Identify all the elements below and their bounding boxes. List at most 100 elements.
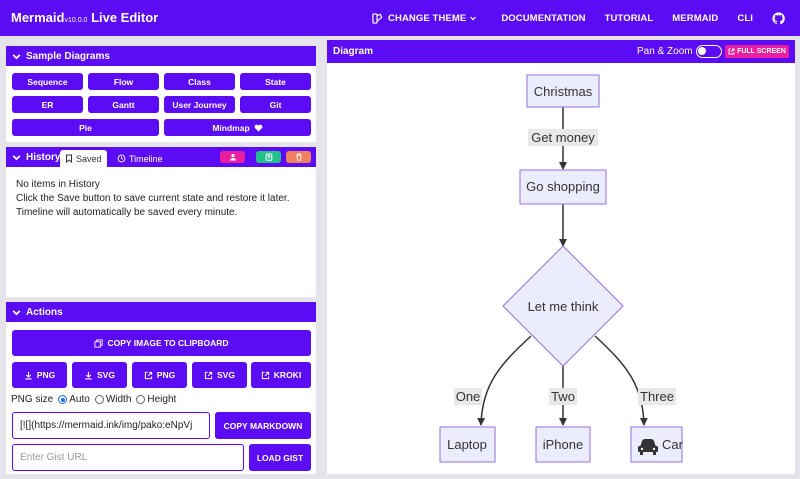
- external-link-icon: [204, 371, 213, 379]
- size-width-radio[interactable]: [94, 395, 104, 404]
- edge-label-two: Two: [551, 389, 575, 404]
- pan-zoom-toggle[interactable]: [696, 45, 722, 58]
- size-auto-radio[interactable]: [58, 395, 68, 404]
- load-gist-button[interactable]: LOAD GIST: [249, 444, 311, 471]
- chevron-down-icon[interactable]: [11, 152, 22, 163]
- copy-image-button[interactable]: COPY IMAGE TO CLIPBOARD: [12, 330, 311, 356]
- github-link[interactable]: [772, 11, 790, 25]
- car-icon: [638, 439, 658, 455]
- history-title: History: [26, 151, 61, 163]
- clear-history-button[interactable]: [286, 151, 311, 163]
- sample-pie-button[interactable]: Pie: [12, 119, 159, 136]
- download-history-button[interactable]: [256, 151, 281, 163]
- flowchart-svg: Get money One Two Three Christmas Go sho…: [439, 74, 684, 463]
- nav-documentation[interactable]: DOCUMENTATION: [501, 13, 585, 24]
- nav-menu: CHANGE THEME DOCUMENTATION TUTORIAL MERM…: [372, 0, 800, 36]
- node-car[interactable]: [630, 426, 683, 463]
- download-icon: [25, 371, 32, 379]
- markdown-input[interactable]: [![](https://mermaid.ink/img/pako:eNpVj: [12, 412, 210, 439]
- actions-title: Actions: [26, 306, 63, 318]
- download-png-button[interactable]: PNG: [12, 362, 67, 388]
- upload-icon: [265, 153, 272, 161]
- node-christmas[interactable]: [526, 74, 600, 108]
- nav-cli[interactable]: CLI: [737, 13, 753, 24]
- sample-er-button[interactable]: ER: [12, 96, 83, 113]
- node-go-shopping[interactable]: [519, 169, 607, 205]
- nav-mermaid-label: MERMAID: [672, 12, 719, 24]
- edge-label-bg: [454, 388, 482, 405]
- tab-timeline[interactable]: Timeline: [112, 150, 168, 167]
- open-kroki-button[interactable]: KROKI: [251, 362, 311, 388]
- sample-mindmap-label: Mindmap: [212, 122, 250, 133]
- actions-header[interactable]: Actions: [6, 302, 316, 322]
- change-theme-button[interactable]: CHANGE THEME: [372, 13, 482, 24]
- sample-diagrams-panel: Sample Diagrams Sequence Flow Class Stat…: [6, 46, 316, 142]
- diagram-canvas[interactable]: Get money One Two Three Christmas Go sho…: [327, 63, 795, 474]
- edge-think-car: [594, 335, 648, 426]
- download-svg-label: SVG: [97, 370, 115, 380]
- copy-icon: [94, 338, 104, 348]
- change-theme-label: CHANGE THEME: [388, 12, 467, 24]
- nav-tutorial[interactable]: TUTORIAL: [605, 13, 654, 24]
- node-let-me-think-label: Let me think: [528, 299, 599, 314]
- sample-git-button[interactable]: Git: [240, 96, 311, 113]
- diagram-title: Diagram: [333, 46, 374, 57]
- node-car-label: Car: [662, 437, 684, 452]
- open-svg-label: SVG: [217, 370, 235, 380]
- download-icon: [85, 371, 92, 379]
- full-screen-label: FULL SCREEN: [737, 48, 786, 55]
- history-line: No items in History: [16, 179, 100, 190]
- open-png-label: PNG: [156, 370, 176, 380]
- chevron-down-icon: [12, 309, 21, 315]
- open-png-link-button[interactable]: PNG: [132, 362, 187, 388]
- chevron-down-icon: [470, 16, 477, 21]
- history-icon: [117, 154, 126, 163]
- diagram-panel: Diagram Pan & Zoom FULL SCREEN Get money: [327, 40, 795, 474]
- top-navbar: Mermaidv10.0.0 Live Editor CHANGE THEME …: [0, 0, 800, 36]
- bookmark-icon: [66, 154, 72, 163]
- size-width-label[interactable]: Width: [105, 394, 132, 405]
- full-screen-button[interactable]: FULL SCREEN: [725, 45, 789, 58]
- tab-timeline-label: Timeline: [129, 153, 163, 164]
- node-christmas-label: Christmas: [534, 84, 593, 99]
- trash-icon: [296, 153, 301, 161]
- sample-state-button[interactable]: State: [240, 73, 311, 90]
- heart-icon: [254, 124, 263, 132]
- node-let-me-think[interactable]: [502, 245, 624, 367]
- copy-markdown-button[interactable]: COPY MARKDOWN: [215, 412, 311, 439]
- sample-gantt-button[interactable]: Gantt: [88, 96, 159, 113]
- history-line: Click the Save button to save current st…: [16, 193, 290, 204]
- edge-label-bg: [549, 388, 577, 405]
- node-iphone[interactable]: [535, 426, 591, 463]
- history-header: History Saved Timeline: [6, 147, 316, 167]
- edge-label-one: One: [456, 389, 481, 404]
- sample-user-journey-button[interactable]: User Journey: [164, 96, 235, 113]
- sample-diagrams-header[interactable]: Sample Diagrams: [6, 46, 316, 66]
- save-history-button[interactable]: [220, 151, 245, 163]
- size-height-label[interactable]: Height: [147, 394, 177, 405]
- history-panel: History Saved Timeline No items in Histo…: [6, 147, 316, 297]
- nav-documentation-label: DOCUMENTATION: [501, 12, 586, 24]
- open-svg-link-button[interactable]: SVG: [192, 362, 247, 388]
- gist-url-input[interactable]: [12, 444, 244, 471]
- sample-flow-button[interactable]: Flow: [88, 73, 159, 90]
- palette-icon: [372, 12, 383, 24]
- external-link-icon: [728, 48, 735, 55]
- pan-zoom-label: Pan & Zoom: [637, 46, 693, 57]
- download-svg-button[interactable]: SVG: [72, 362, 127, 388]
- tab-saved[interactable]: Saved: [60, 150, 107, 167]
- nav-mermaid[interactable]: MERMAID: [672, 13, 718, 24]
- sample-mindmap-button[interactable]: Mindmap: [164, 119, 311, 136]
- sample-class-button[interactable]: Class: [164, 73, 235, 90]
- size-auto-label[interactable]: Auto: [69, 394, 90, 405]
- app-title[interactable]: Mermaidv10.0.0 Live Editor: [11, 10, 158, 25]
- size-height-radio[interactable]: [136, 395, 146, 404]
- history-empty-message: No items in History Click the Save butto…: [16, 178, 289, 220]
- nav-cli-label: CLI: [737, 12, 753, 24]
- sample-sequence-button[interactable]: Sequence: [12, 73, 83, 90]
- copy-image-label: COPY IMAGE TO CLIPBOARD: [107, 338, 229, 348]
- node-laptop[interactable]: [439, 426, 496, 463]
- edge-label-three: Three: [640, 389, 674, 404]
- edge-label-bg: [528, 129, 598, 146]
- png-size-options: PNG size Auto Width Height: [11, 394, 176, 405]
